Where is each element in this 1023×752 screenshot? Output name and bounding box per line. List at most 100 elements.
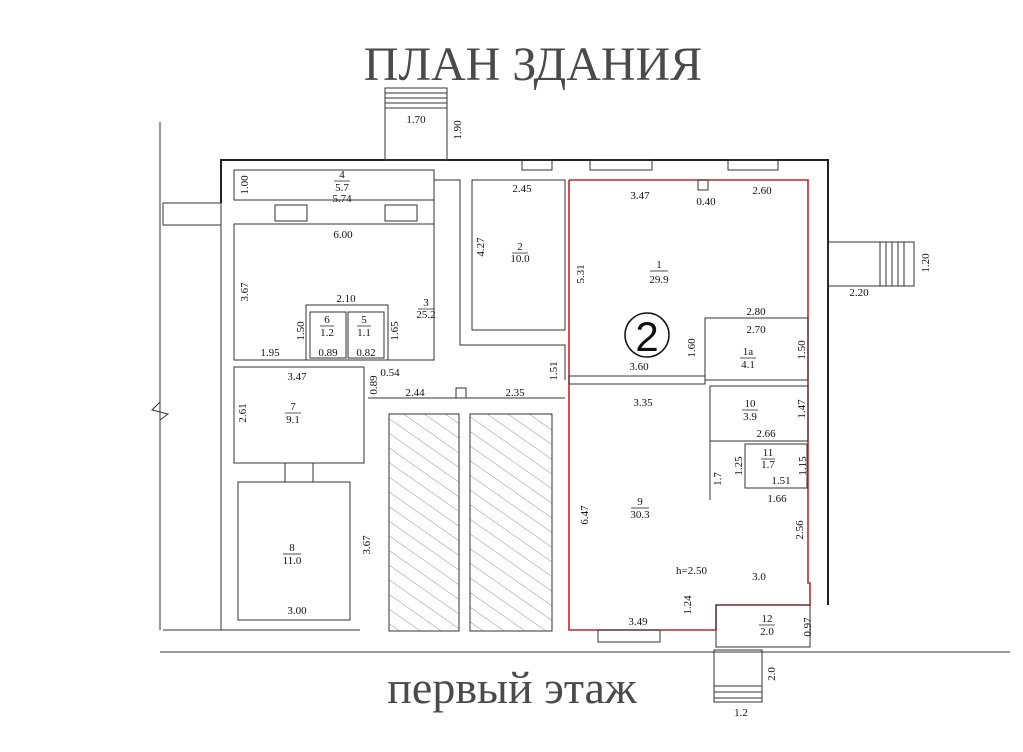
dim-label: 2.20 [849, 287, 869, 299]
window-bottom [597, 629, 661, 643]
dim-label: 3.60 [629, 361, 649, 373]
bottom-stair [713, 649, 763, 703]
ceiling-height: h=2.50 [676, 565, 707, 577]
top-stair [384, 87, 448, 161]
unit-interior-walls [568, 179, 809, 500]
hatched-area-right [469, 413, 553, 632]
dim-label: 1.66 [767, 493, 787, 505]
dim-label: 2.70 [746, 324, 766, 336]
dim-label: 1.70 [406, 114, 426, 126]
unit-badge-circle [624, 312, 670, 358]
dim-label: 3.47 [630, 190, 650, 202]
windows-top [274, 159, 779, 222]
dim-label: 2.56 [794, 520, 806, 540]
room-10-number: 10 [745, 398, 757, 410]
room-10-area: 3.9 [743, 411, 757, 423]
dimension-labels: 1.70 1.90 1.00 5.74 6.00 3.67 2.10 1.50 … [237, 114, 932, 719]
column-mark [455, 387, 467, 399]
room-3-number: 3 [423, 297, 429, 309]
door-room-8 [284, 462, 314, 483]
dim-label: 1.51 [548, 361, 560, 380]
dim-label: 1.65 [389, 321, 401, 341]
room-3-boundary [433, 179, 566, 380]
room-2-area: 10.0 [510, 253, 530, 265]
room-label-separators [283, 180, 775, 626]
dim-label: 1.95 [260, 347, 280, 359]
hatched-area-left [388, 413, 460, 632]
dim-label: 4.27 [475, 237, 487, 257]
dim-label: 6.00 [333, 229, 353, 241]
room-9-number: 9 [637, 496, 643, 508]
dim-label: 2.10 [336, 293, 356, 305]
dim-label: 2.66 [756, 428, 776, 440]
dim-label: 2.44 [405, 387, 425, 399]
room-4-area: 5.7 [335, 182, 349, 194]
dim-label: 1.47 [796, 399, 808, 419]
right-stair [827, 241, 915, 287]
dim-label: 3.35 [633, 397, 653, 409]
room-1-number: 1 [656, 259, 662, 271]
room-7-number: 7 [290, 401, 296, 413]
dim-label: 3.47 [287, 371, 307, 383]
room-9-area: 30.3 [630, 509, 650, 521]
room-3-area: 25.2 [416, 309, 435, 321]
room-4-number: 4 [339, 169, 345, 181]
room-5-area: 1.1 [357, 327, 371, 339]
room-1-area: 29.9 [649, 274, 669, 286]
dim-label: 3.49 [628, 616, 648, 628]
dim-label: 2.61 [237, 403, 249, 422]
dim-label: 5.74 [332, 193, 352, 205]
dim-label: 1.00 [239, 175, 251, 195]
unit-badge: 2 [635, 313, 658, 360]
plan-title: ПЛАН ЗДАНИЯ [364, 38, 702, 91]
dim-label: 2.35 [505, 387, 525, 399]
room-5 [347, 311, 385, 359]
dim-label: 0.89 [318, 347, 338, 359]
room-6-area: 1.2 [320, 327, 334, 339]
dim-label: 3.67 [239, 282, 251, 302]
dim-label: 1.20 [920, 253, 932, 273]
room-8-number: 8 [289, 542, 295, 554]
room-6-number: 6 [324, 314, 330, 326]
room-1a-area: 4.1 [741, 359, 755, 371]
dim-label: 3.0 [752, 571, 766, 583]
room-5-number: 5 [361, 314, 367, 326]
dim-label: 1.24 [682, 595, 694, 615]
break-mark [151, 401, 170, 421]
room-1a-number: 1а [743, 346, 754, 358]
dim-label: 1.90 [452, 120, 464, 140]
room-11-area: 1.7 [761, 459, 775, 471]
dim-label: 2.60 [752, 185, 772, 197]
room-11-number: 11 [763, 447, 774, 459]
dim-label: 0.82 [356, 347, 375, 359]
dim-label: 3.00 [287, 605, 307, 617]
dim-label: 0.89 [368, 375, 380, 395]
dim-label: 5.31 [575, 264, 587, 283]
room-12-area: 2.0 [760, 626, 774, 638]
dim-label: 1.25 [733, 456, 745, 476]
room-12 [715, 604, 811, 648]
dim-label: 2.0 [766, 667, 778, 681]
room-7-area: 9.1 [286, 414, 300, 426]
unit-2-outline [568, 179, 811, 631]
rooms-5-6-frame [305, 304, 389, 361]
dim-label: 1.60 [686, 338, 698, 358]
dim-label: 2.45 [512, 183, 532, 195]
dim-label: 1.15 [797, 456, 809, 476]
dim-label: 0.97 [802, 617, 814, 637]
dim-label: 1.2 [734, 707, 748, 719]
dim-label: 6.47 [579, 505, 591, 525]
dim-label: 2.80 [746, 306, 766, 318]
dim-label: 0.54 [380, 367, 400, 379]
dim-label: 1.50 [796, 340, 808, 360]
room-8-area: 11.0 [283, 555, 302, 567]
dim-label: 3.67 [361, 535, 373, 555]
room-2 [471, 179, 566, 331]
room-2-number: 2 [517, 241, 523, 253]
room-12-number: 12 [762, 613, 773, 625]
room-labels: 1 29.9 2 10.0 3 25.2 4 5.7 5 1.1 6 1.2 7… [283, 169, 776, 638]
plan-subtitle: первый этаж [387, 662, 637, 713]
dim-label: 1.7 [712, 472, 724, 486]
dim-label: 0.40 [696, 196, 716, 208]
